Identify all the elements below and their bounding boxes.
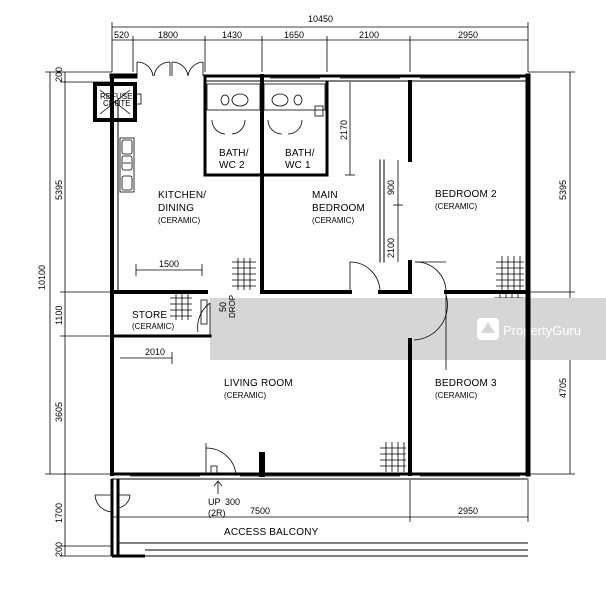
floor-trap-grids (170, 256, 524, 472)
dim-kitchen-width: 1500 (159, 259, 179, 269)
watermark-text: PropertyGuru (503, 323, 581, 338)
dim-left-total: 10100 (37, 265, 47, 290)
access-balcony-label: ACCESS BALCONY (224, 527, 319, 538)
drop-label: DROP (228, 295, 237, 318)
main-door (205, 443, 237, 475)
bedroom-2-finish: (CERAMIC) (435, 202, 478, 211)
bath-fixtures (206, 83, 326, 135)
main-bedroom-label-2: BEDROOM (312, 203, 365, 214)
dim-left-seg-2: 5395 (54, 180, 64, 200)
bath-wc-1-label-2: WC 1 (285, 160, 311, 171)
entrance-arrow (213, 480, 223, 494)
kitchen-doors (136, 61, 204, 77)
windows (130, 77, 520, 477)
dim-top-seg-5: 2100 (359, 30, 379, 40)
main-bedroom-finish: (CERAMIC) (312, 216, 355, 225)
bottom-dimensions (112, 480, 529, 522)
dim-main-bed-door: 2100 (386, 238, 396, 258)
refuse-chute (93, 82, 142, 122)
access-balcony (94, 479, 528, 558)
kitchen-label-1: KITCHEN/ (158, 190, 206, 201)
dim-top-seg-6: 2950 (458, 30, 478, 40)
dim-left-seg-6: 200 (54, 542, 64, 557)
dim-left-seg-5: 1700 (54, 503, 64, 523)
dim-right-seg-2: 4705 (558, 378, 568, 398)
bath-wc-1-label-1: BATH/ (285, 148, 315, 159)
kitchen-finish: (CERAMIC) (158, 216, 201, 225)
store-label: STORE (132, 310, 167, 321)
store-fittings (200, 299, 208, 325)
bedroom-3-finish: (CERAMIC) (435, 391, 478, 400)
dim-top-seg-1: 520 (114, 30, 129, 40)
dim-top-total: 10450 (308, 14, 333, 24)
bath-wc-2-label-2: WC 2 (219, 160, 245, 171)
living-room-label: LIVING ROOM (224, 378, 293, 389)
walls (109, 73, 531, 480)
entrance-height: 300 (225, 497, 240, 507)
bedroom-2-label: BEDROOM 2 (435, 189, 497, 200)
entrance-up: UP (208, 497, 221, 507)
right-dimensions (528, 71, 575, 475)
dim-store-door: 50 (218, 302, 228, 312)
inner-dimension-lines (120, 82, 403, 364)
dim-left-seg-4: 3605 (54, 402, 64, 422)
living-room-finish: (CERAMIC) (224, 391, 267, 400)
refuse-chute-label-1: REFUSE (100, 92, 132, 101)
entrance-risers: (2R) (208, 508, 226, 518)
kitchen-label-2: DINING (158, 203, 194, 214)
refuse-chute-label-2: CHUTE (103, 99, 131, 108)
main-bedroom-label-1: MAIN (312, 190, 338, 201)
dim-top-seg-2: 1800 (158, 30, 178, 40)
bedroom-3-label: BEDROOM 3 (435, 378, 497, 389)
top-dimensions (111, 22, 529, 72)
dim-main-bed-depth: 2170 (339, 120, 349, 140)
dim-top-seg-3: 1430 (222, 30, 242, 40)
bedroom-doors (197, 261, 448, 370)
dim-bottom-seg-2: 2950 (458, 506, 478, 516)
kitchen-fittings (119, 137, 135, 193)
dim-left-seg-3: 1100 (54, 306, 64, 325)
dim-top-seg-4: 1650 (284, 30, 304, 40)
dim-bottom-seg-1: 7500 (250, 506, 270, 516)
left-dimensions (45, 71, 112, 557)
store-finish: (CERAMIC) (132, 322, 175, 331)
dim-left-seg-1: 200 (54, 67, 64, 82)
dim-right-seg-1: 5395 (558, 180, 568, 200)
bath-wc-2-label-1: BATH/ (219, 148, 249, 159)
dim-store-width: 2010 (145, 347, 165, 357)
dim-wardrobe: 900 (386, 180, 396, 195)
